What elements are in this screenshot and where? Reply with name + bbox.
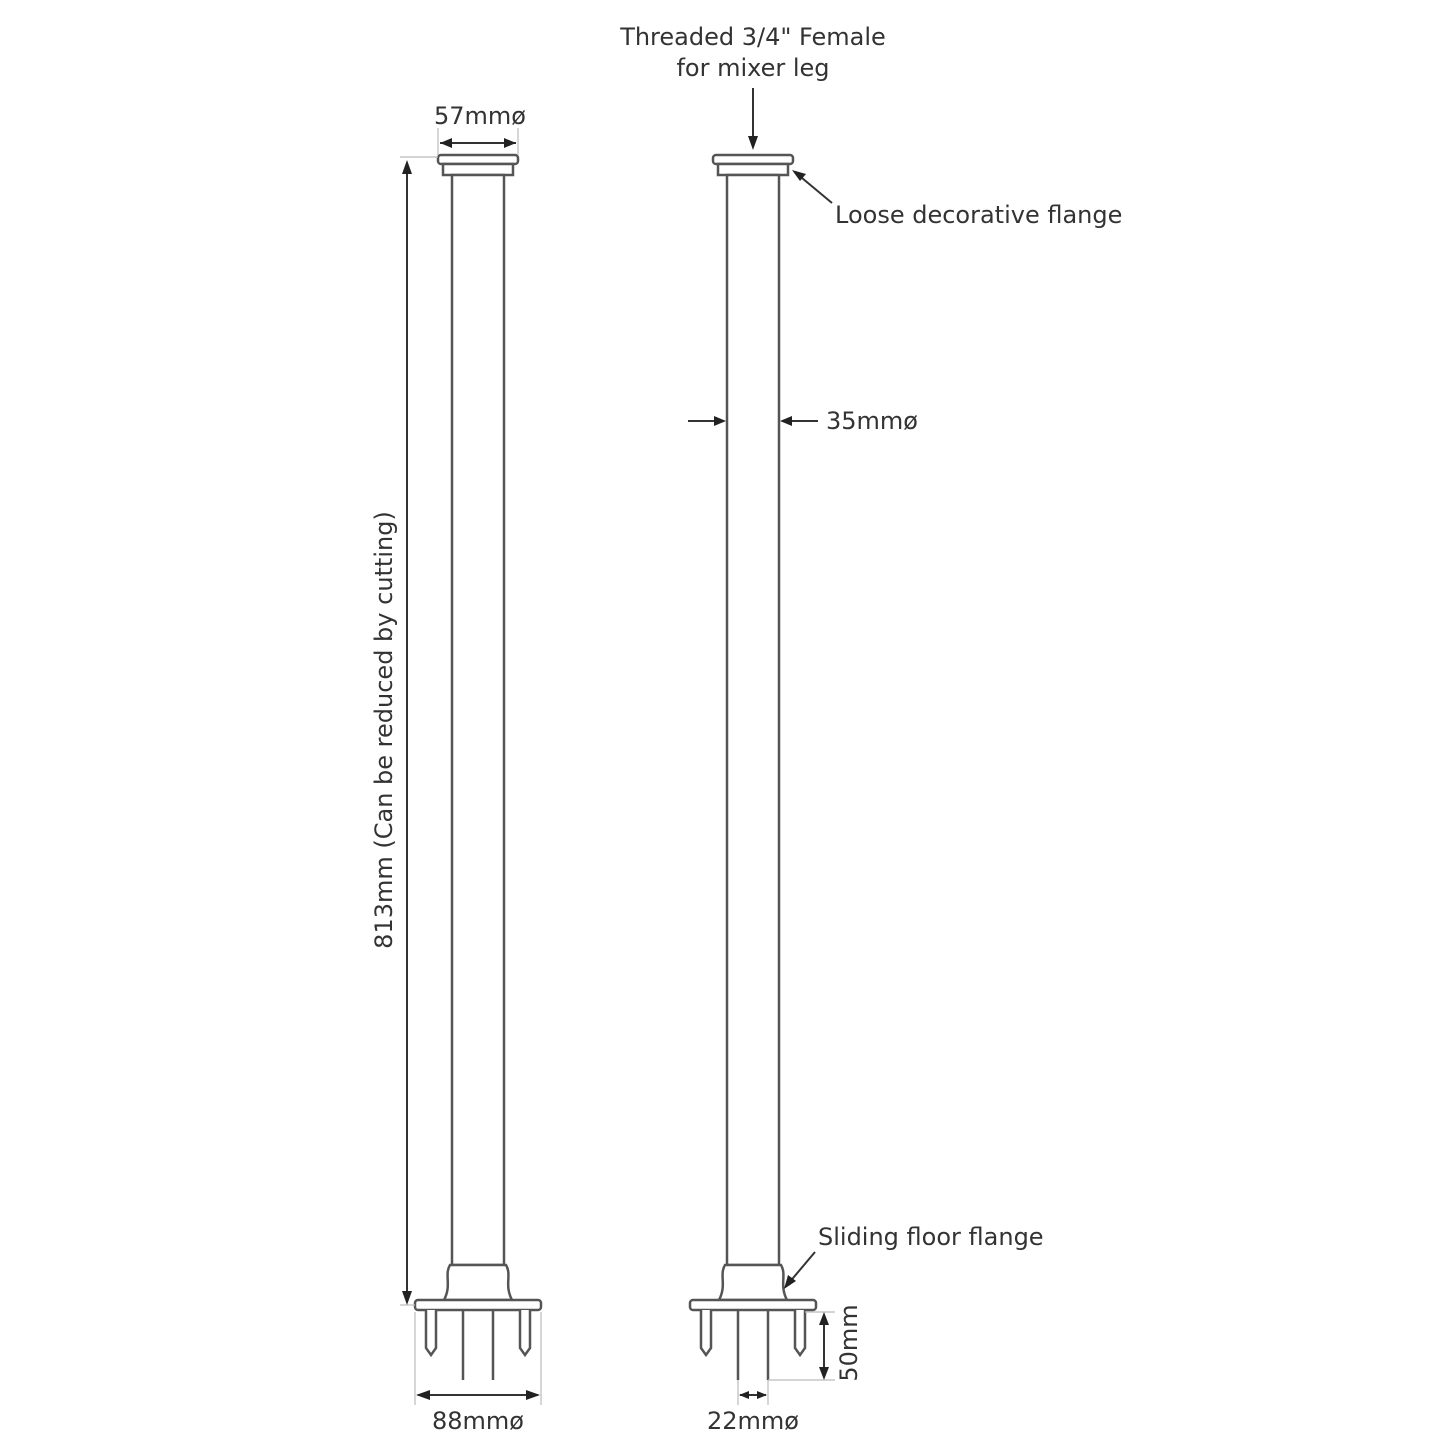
height-label: 813mm (Can be reduced by cutting) <box>370 511 398 949</box>
spike-length-label: 50mm <box>835 1304 863 1381</box>
leg-front-view <box>413 153 543 1382</box>
tube-diameter-label: 35mmø <box>826 407 918 435</box>
pipe-diameter-label: 22mmø <box>707 1407 799 1435</box>
sliding-flange-label: Sliding floor flange <box>818 1223 1044 1251</box>
base-diameter-label: 88mmø <box>432 1407 524 1435</box>
top-fitting-label-line2: for mixer leg <box>676 54 829 82</box>
leg-side-view <box>688 153 818 1382</box>
top-fitting-label-line1: Threaded 3/4" Female <box>619 23 886 51</box>
loose-flange-label: Loose decorative flange <box>835 201 1122 229</box>
cap-diameter-label: 57mmø <box>434 102 526 130</box>
